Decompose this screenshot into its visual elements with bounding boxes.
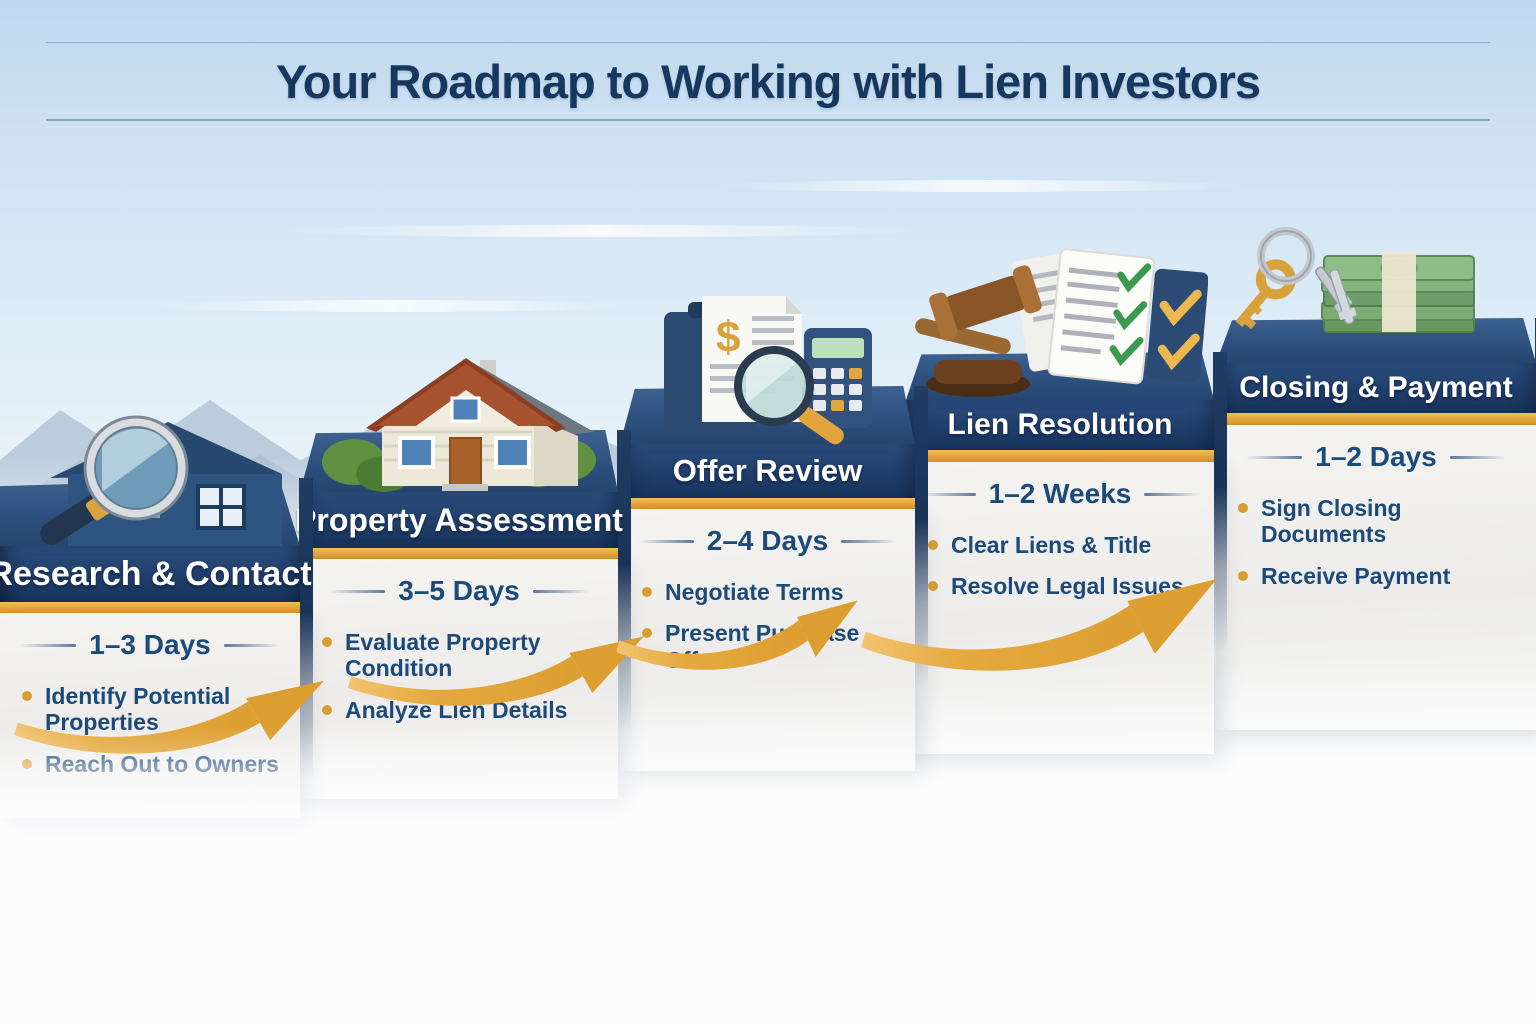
gold-stripe <box>620 498 915 509</box>
step-title: Property Assessment <box>295 501 623 538</box>
step-duration: 1–2 Days <box>1216 441 1536 473</box>
header-divider-bottom <box>46 119 1490 121</box>
step-panel: 1–2 Days Sign Closing Documents Receive … <box>1216 425 1536 730</box>
bullet-item: Resolve Legal Issues <box>926 573 1204 599</box>
step-bullets: Clear Liens & Title Resolve Legal Issues <box>906 532 1214 600</box>
house-icon <box>318 334 600 496</box>
page-title: Your Roadmap to Working with Lien Invest… <box>275 55 1261 108</box>
step-title-band: Research & Contact <box>0 546 312 602</box>
step-bullets: Sign Closing Documents Receive Payment <box>1216 495 1536 589</box>
svg-text:$: $ <box>716 313 740 362</box>
header-divider-top <box>46 42 1490 43</box>
step-title: Lien Resolution <box>947 408 1173 441</box>
gold-stripe <box>300 548 618 559</box>
gavel-checklist-icon <box>912 240 1208 404</box>
step-title-band: Property Assessment <box>295 492 623 548</box>
step-duration: 1–2 Weeks <box>906 478 1214 510</box>
step-title-band: Closing & Payment <box>1216 363 1536 413</box>
arrow-icon <box>14 680 324 754</box>
step-title-band: Offer Review <box>620 444 915 498</box>
bullet-item: Clear Liens & Title <box>926 532 1204 558</box>
step-title: Closing & Payment <box>1239 371 1513 404</box>
bullet-item: Receive Payment <box>1236 563 1526 589</box>
arrow-icon <box>616 600 858 670</box>
step-title-band: Lien Resolution <box>906 400 1214 450</box>
step-duration: 2–4 Days <box>620 525 915 557</box>
gold-stripe <box>906 450 1214 462</box>
step-duration: 3–5 Days <box>300 575 618 607</box>
cloud <box>280 225 920 237</box>
step-duration: 1–3 Days <box>0 629 300 661</box>
cloud <box>150 300 630 312</box>
step-title: Offer Review <box>672 453 863 488</box>
gold-stripe <box>1216 413 1536 425</box>
cloud <box>720 180 1240 192</box>
magnifier-house-icon <box>16 412 282 546</box>
bullet-item: Sign Closing Documents <box>1236 495 1526 548</box>
step-title: Research & Contact <box>0 554 312 593</box>
block-side-face <box>1213 352 1227 652</box>
step-bullets: Evaluate Property Condition Analyze Lien… <box>300 629 618 723</box>
gold-stripe <box>0 602 300 613</box>
arrow-icon <box>861 579 1217 671</box>
offer-documents-icon: $ <box>658 292 878 449</box>
keys-cash-icon <box>1230 226 1482 362</box>
block-side-face <box>914 386 928 686</box>
bullet-item: Negotiate Terms <box>640 579 905 605</box>
bullet-item: Evaluate Property Condition <box>320 629 608 682</box>
